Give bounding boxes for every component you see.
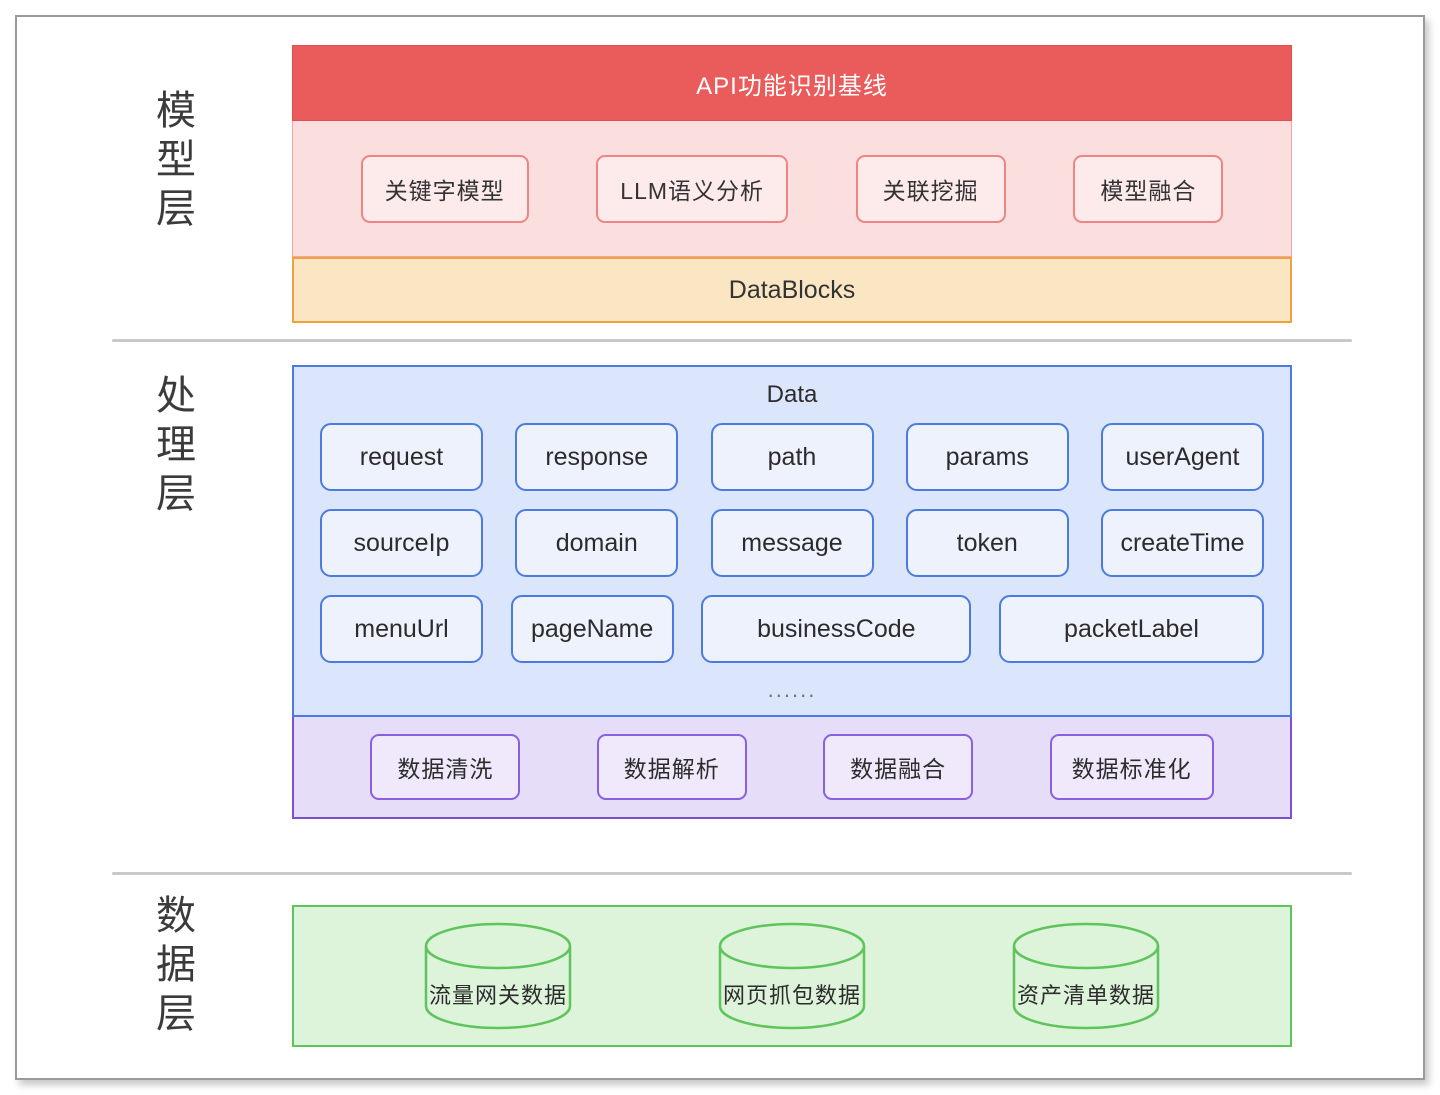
model-method-label: LLM语义分析 [620, 177, 765, 204]
process-step-label: 数据清洗 [397, 756, 494, 782]
data-source-cylinder[interactable]: 网页抓包数据 [702, 920, 882, 1032]
data-field-label: packetLabel [1064, 614, 1199, 643]
data-field-label: userAgent [1125, 442, 1240, 471]
layer-label-process-char-1: 理 [156, 422, 198, 467]
data-field-chip[interactable]: businessCode [701, 595, 972, 663]
data-field-chip[interactable]: params [905, 423, 1069, 491]
data-field-row: sourceIp domain message token createTime [320, 509, 1264, 577]
process-steps-panel: 数据清洗 数据解析 数据融合 数据标准化 [292, 717, 1292, 819]
model-method-chip[interactable]: 关联挖掘 [855, 154, 1006, 223]
data-sources-panel: 流量网关数据 网页抓包数据 资产清单数据 [292, 905, 1292, 1047]
layer-divider-bottom [112, 872, 1352, 875]
layer-label-model-char-2: 层 [156, 186, 198, 231]
data-source-cylinder[interactable]: 资产清单数据 [996, 920, 1176, 1032]
data-field-label: request [359, 442, 444, 471]
data-source-label: 资产清单数据 [1016, 983, 1155, 1008]
data-field-label: sourceIp [353, 528, 450, 557]
data-fields-ellipsis: ...... [767, 677, 817, 702]
data-field-label: message [741, 528, 843, 557]
model-methods-panel: 关键字模型 LLM语义分析 关联挖掘 模型融合 [292, 121, 1292, 257]
process-step-chip[interactable]: 数据清洗 [370, 734, 521, 800]
data-field-row: request response path params userAgent [320, 423, 1264, 491]
data-field-chip[interactable]: menuUrl [320, 595, 483, 663]
data-source-cylinder[interactable]: 流量网关数据 [408, 920, 588, 1032]
data-field-chip[interactable]: token [905, 509, 1069, 577]
model-method-label: 关联挖掘 [882, 177, 979, 204]
layer-divider-top [112, 339, 1352, 342]
data-source-label: 流量网关数据 [428, 983, 567, 1008]
layer-label-model: 模 型 层 [122, 87, 232, 233]
model-method-label: 模型融合 [1100, 177, 1197, 204]
data-panel-title: Data [766, 381, 818, 408]
process-step-label: 数据融合 [850, 756, 947, 782]
database-cylinder-icon [718, 922, 866, 1030]
data-field-label: pageName [531, 614, 654, 643]
layer-label-data-char-2: 层 [156, 991, 198, 1036]
process-layer-stack: Data request response path params [292, 365, 1292, 819]
process-step-chip[interactable]: 数据标准化 [1049, 734, 1214, 800]
data-field-chip[interactable]: response [515, 423, 679, 491]
data-field-label: token [956, 528, 1018, 557]
data-source-label: 网页抓包数据 [722, 983, 861, 1008]
process-step-chip[interactable]: 数据解析 [596, 734, 747, 800]
model-layer-stack: API功能识别基线 关键字模型 LLM语义分析 关联挖掘 模型融合 DataBl… [292, 45, 1292, 323]
datablocks-bar: DataBlocks [292, 257, 1292, 323]
data-field-chip[interactable]: sourceIp [320, 509, 483, 577]
data-field-label: menuUrl [354, 614, 449, 643]
model-method-chip[interactable]: 模型融合 [1073, 154, 1224, 223]
data-field-chip[interactable]: domain [515, 509, 679, 577]
layer-label-model-char-0: 模 [156, 89, 198, 133]
data-field-label: createTime [1120, 528, 1245, 557]
data-field-label: params [945, 442, 1029, 471]
data-field-chip[interactable]: message [710, 509, 874, 577]
datablocks-label: DataBlocks [728, 275, 856, 304]
layer-label-data-char-1: 据 [156, 942, 198, 987]
data-fields-panel: Data request response path params [292, 365, 1292, 717]
layer-label-data-char-0: 数 [156, 894, 198, 938]
data-field-label: response [545, 442, 649, 471]
api-baseline-title-bar: API功能识别基线 [292, 45, 1292, 121]
process-step-label: 数据标准化 [1071, 756, 1192, 782]
data-field-label: path [767, 442, 817, 471]
layer-label-model-char-1: 型 [156, 137, 198, 182]
data-layer-stack: 流量网关数据 网页抓包数据 资产清单数据 [292, 905, 1292, 1047]
layer-label-process-char-2: 层 [156, 471, 198, 516]
api-baseline-title: API功能识别基线 [696, 72, 888, 100]
layer-label-process: 处 理 层 [122, 372, 232, 518]
model-method-chip[interactable]: 关键字模型 [360, 154, 529, 223]
process-step-label: 数据解析 [623, 756, 720, 782]
diagram-frame: 模 型 层 处 理 层 数 据 层 API功能识别基线 关键字模型 [15, 15, 1425, 1080]
model-method-label: 关键字模型 [384, 177, 505, 204]
data-field-chip[interactable]: path [710, 423, 874, 491]
data-field-row: menuUrl pageName businessCode packetLabe… [320, 595, 1264, 663]
database-cylinder-icon [424, 922, 572, 1030]
model-method-chip[interactable]: LLM语义分析 [596, 154, 789, 223]
data-field-label: businessCode [757, 614, 916, 643]
data-field-chip[interactable]: pageName [510, 595, 674, 663]
database-cylinder-icon [1012, 922, 1160, 1030]
data-field-chip[interactable]: request [320, 423, 483, 491]
process-step-chip[interactable]: 数据融合 [823, 734, 974, 800]
layer-label-data: 数 据 层 [122, 892, 232, 1038]
data-field-label: domain [555, 528, 638, 557]
data-field-chip[interactable]: userAgent [1101, 423, 1264, 491]
layer-label-process-char-0: 处 [156, 374, 198, 418]
data-field-chip[interactable]: createTime [1101, 509, 1264, 577]
data-field-chip[interactable]: packetLabel [998, 595, 1264, 663]
